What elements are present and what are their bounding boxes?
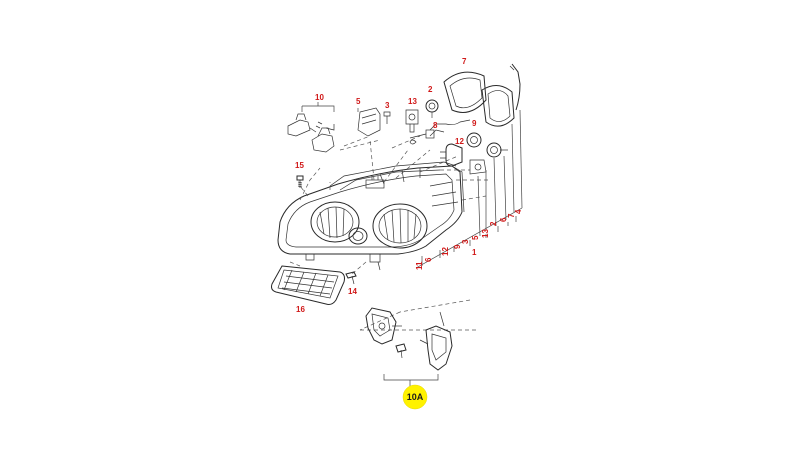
label-8: 8	[433, 121, 438, 130]
part-14-screw	[345, 271, 357, 285]
part-3-screw	[383, 111, 391, 124]
label-4: 4	[514, 209, 523, 214]
label-15: 15	[295, 161, 304, 170]
part-7-seal-cover	[443, 63, 521, 127]
label-10: 10	[315, 93, 324, 102]
part-3b-bulb	[469, 159, 487, 175]
label-16: 16	[296, 305, 305, 314]
headlight-housing	[277, 161, 465, 271]
label-2b: 2	[489, 221, 498, 226]
label-6: 6	[424, 257, 433, 262]
label-12b: 12	[441, 247, 450, 256]
label-7: 7	[462, 57, 467, 66]
part-10-adjuster-motor	[287, 102, 335, 153]
part-9-bulb-socket	[466, 132, 482, 148]
part-12-bulb	[440, 143, 463, 167]
label-6b: 6	[499, 217, 508, 222]
label-5: 5	[356, 97, 361, 106]
label-3: 3	[385, 101, 390, 110]
part-16-grille	[271, 265, 345, 305]
badge-10a[interactable]: 10A	[402, 384, 428, 410]
part-10a-brackets	[365, 307, 453, 386]
label-2: 2	[428, 85, 433, 94]
part-2-bulb-holder	[425, 99, 439, 113]
part-5-module	[357, 107, 381, 137]
part-4-bulb-socket	[486, 142, 508, 158]
right-leader-ladder	[415, 109, 523, 269]
leader-lines	[289, 135, 490, 331]
label-12: 12	[455, 137, 464, 146]
part-labels: 10 5 3 13 2 7 8 9 12 15 14 16 1 11 6 12 …	[295, 57, 523, 314]
label-9: 9	[472, 119, 477, 128]
label-1: 1	[472, 248, 477, 257]
label-3b: 3	[461, 239, 470, 244]
part-13-bulb	[405, 109, 419, 145]
badge-label: 10A	[407, 392, 424, 402]
part-15-screw	[296, 175, 304, 188]
label-5b: 5	[471, 235, 480, 240]
label-11: 11	[415, 261, 424, 270]
label-9b: 9	[453, 244, 462, 249]
label-13b: 13	[481, 229, 490, 238]
label-13: 13	[408, 97, 417, 106]
badge-circle	[402, 384, 428, 410]
label-7b: 7	[507, 213, 516, 218]
part-8-wiring-harness	[409, 119, 471, 139]
label-14: 14	[348, 287, 357, 296]
